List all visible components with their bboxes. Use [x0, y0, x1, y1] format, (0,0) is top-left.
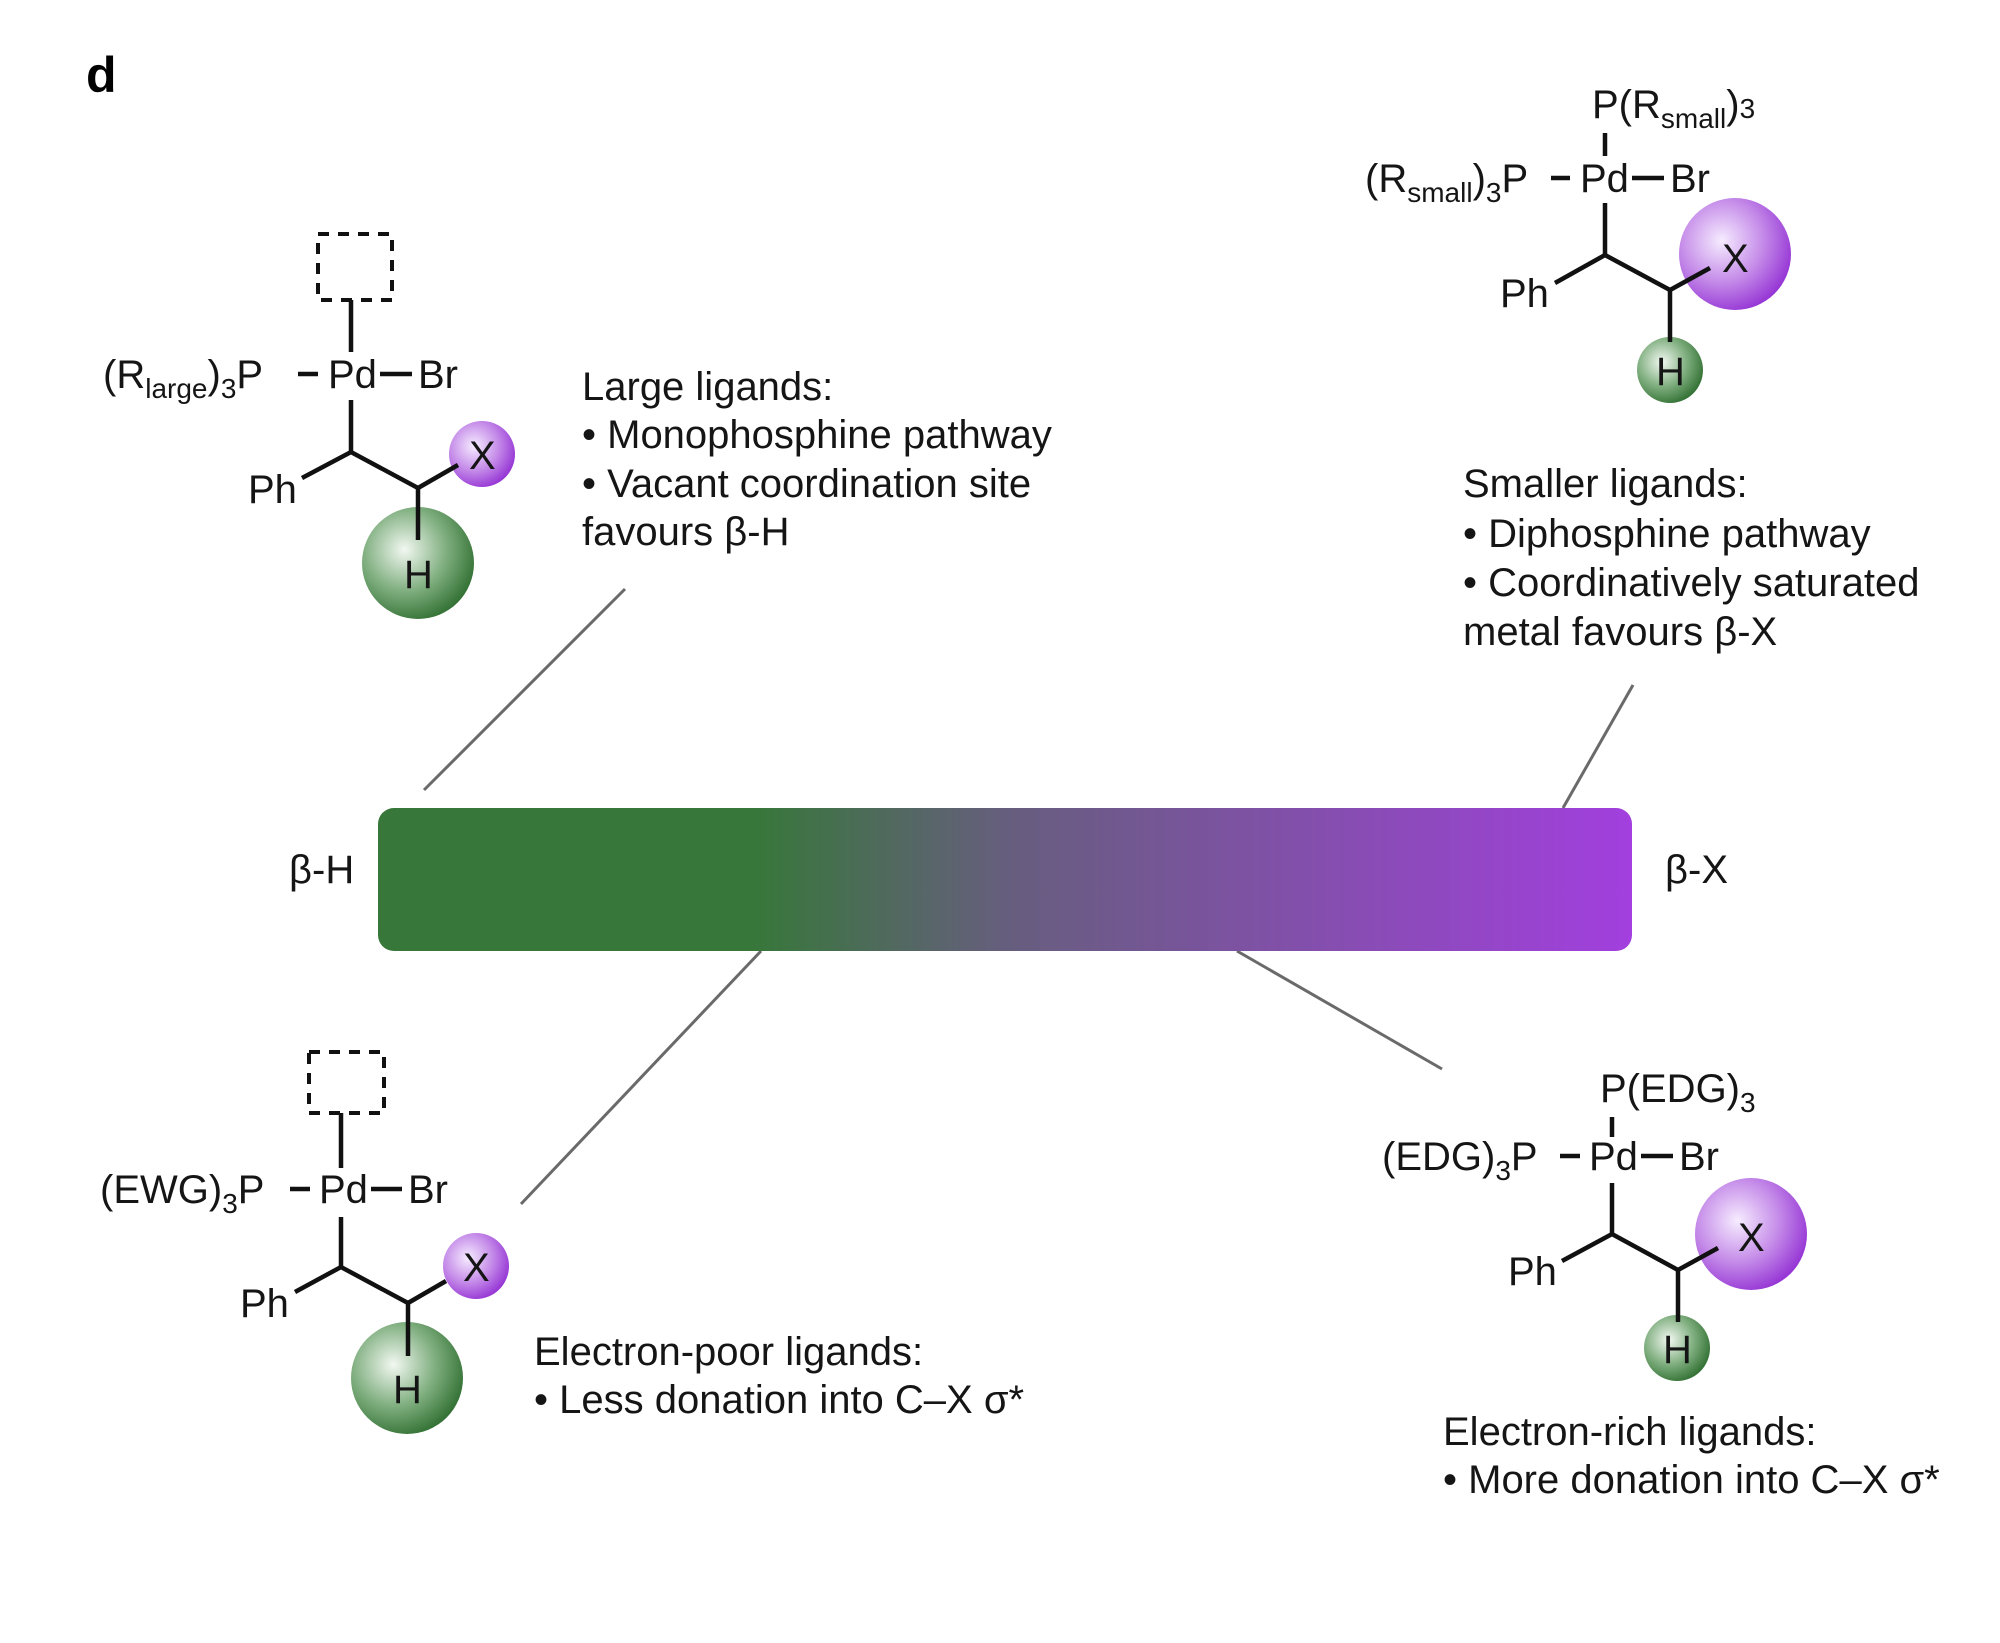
- description-large-ligands: Large ligands: • Monophosphine pathway •…: [582, 365, 1052, 554]
- leaving-group-atom: X: [1738, 1216, 1765, 1260]
- structure-small-ligand: P(Rsmall)3 (Rsmall)3P Pd Br Ph X H: [1365, 83, 1791, 403]
- bond: [300, 449, 420, 490]
- description-electron-rich-ligands: Electron-rich ligands: • More donation i…: [1443, 1410, 1940, 1502]
- leaving-group-sphere-small: [449, 421, 515, 487]
- hydrogen-atom: H: [404, 553, 433, 597]
- leaving-group-atom: X: [469, 434, 496, 478]
- hydrogen-atom: H: [1656, 350, 1685, 394]
- leaving-group-atom: X: [1722, 237, 1749, 281]
- bond: [293, 1264, 410, 1305]
- vacant-site-icon: [316, 232, 394, 302]
- structure-large-ligand: (Rlarge)3P Pd Br Ph X H: [103, 232, 515, 619]
- palladium-atom: Pd: [1580, 157, 1629, 201]
- leaving-group-sphere-large: [1679, 198, 1791, 310]
- description-line: favours β-H: [582, 510, 790, 554]
- phenyl-group: Ph: [1508, 1250, 1557, 1294]
- description-title: Smaller ligands:: [1463, 462, 1748, 506]
- panel-label: d: [86, 47, 117, 103]
- selectivity-gradient-bar: [378, 808, 1632, 951]
- description-line: • Less donation into C–X σ*: [534, 1378, 1024, 1422]
- bond: [1676, 1246, 1720, 1272]
- leaving-group-sphere-large: [1695, 1178, 1807, 1290]
- beta-x-label: β-X: [1665, 848, 1728, 892]
- description-electron-poor-ligands: Electron-poor ligands: • Less donation i…: [534, 1330, 1024, 1422]
- palladium-atom: Pd: [328, 353, 377, 397]
- bond: [1553, 252, 1672, 292]
- palladium-atom: Pd: [319, 1168, 368, 1212]
- bromide-atom: Br: [1679, 1135, 1719, 1179]
- structure-electron-poor-ligand: (EWG)3P Pd Br Ph X H: [100, 1050, 509, 1434]
- connector-electron-poor: [519, 949, 763, 1206]
- apical-phosphine-ligand: P(Rsmall)3: [1592, 83, 1755, 134]
- phosphine-ligand: (EWG)3P: [100, 1168, 264, 1219]
- hydrogen-sphere-small: [1637, 337, 1703, 403]
- bromide-atom: Br: [418, 353, 458, 397]
- hydrogen-sphere-small: [1644, 1315, 1710, 1381]
- bond: [406, 1279, 448, 1305]
- description-title: Electron-rich ligands:: [1443, 1410, 1817, 1454]
- phosphine-ligand: (Rlarge)3P: [103, 353, 263, 404]
- bromide-atom: Br: [408, 1168, 448, 1212]
- apical-phosphine-ligand: P(EDG)3: [1600, 1067, 1756, 1118]
- bromide-atom: Br: [1670, 157, 1710, 201]
- hydrogen-sphere-large: [362, 507, 474, 619]
- description-line: • Coordinatively saturated: [1463, 561, 1919, 605]
- phosphine-ligand: (EDG)3P: [1382, 1135, 1538, 1186]
- connector-large-ligands: [422, 587, 627, 792]
- hydrogen-atom: H: [1663, 1328, 1692, 1372]
- palladium-atom: Pd: [1589, 1135, 1638, 1179]
- description-line: • Diphosphine pathway: [1463, 512, 1871, 556]
- description-title: Electron-poor ligands:: [534, 1330, 923, 1374]
- description-smaller-ligands: Smaller ligands: • Diphosphine pathway •…: [1463, 462, 1919, 654]
- leaving-group-atom: X: [463, 1246, 490, 1290]
- phenyl-group: Ph: [248, 468, 297, 512]
- connector-small-ligands: [1561, 684, 1635, 809]
- connector-electron-rich: [1236, 949, 1443, 1071]
- phenyl-group: Ph: [1500, 272, 1549, 316]
- leaving-group-sphere-small: [443, 1233, 509, 1299]
- bond: [1560, 1231, 1680, 1272]
- bond: [1668, 266, 1712, 292]
- structure-electron-rich-ligand: P(EDG)3 (EDG)3P Pd Br Ph X H: [1382, 1067, 1807, 1381]
- connector-lines: [422, 587, 1635, 1206]
- description-line: metal favours β-X: [1463, 610, 1777, 654]
- vacant-site-icon: [307, 1050, 386, 1115]
- phenyl-group: Ph: [240, 1282, 289, 1326]
- hydrogen-atom: H: [393, 1368, 422, 1412]
- hydrogen-sphere-large: [351, 1322, 463, 1434]
- description-line: • Monophosphine pathway: [582, 413, 1052, 457]
- description-line: • More donation into C–X σ*: [1443, 1458, 1940, 1502]
- bond: [416, 463, 460, 490]
- description-title: Large ligands:: [582, 365, 833, 409]
- phosphine-ligand: (Rsmall)3P: [1365, 157, 1528, 208]
- beta-h-label: β-H: [289, 848, 354, 892]
- description-line: • Vacant coordination site: [582, 462, 1031, 506]
